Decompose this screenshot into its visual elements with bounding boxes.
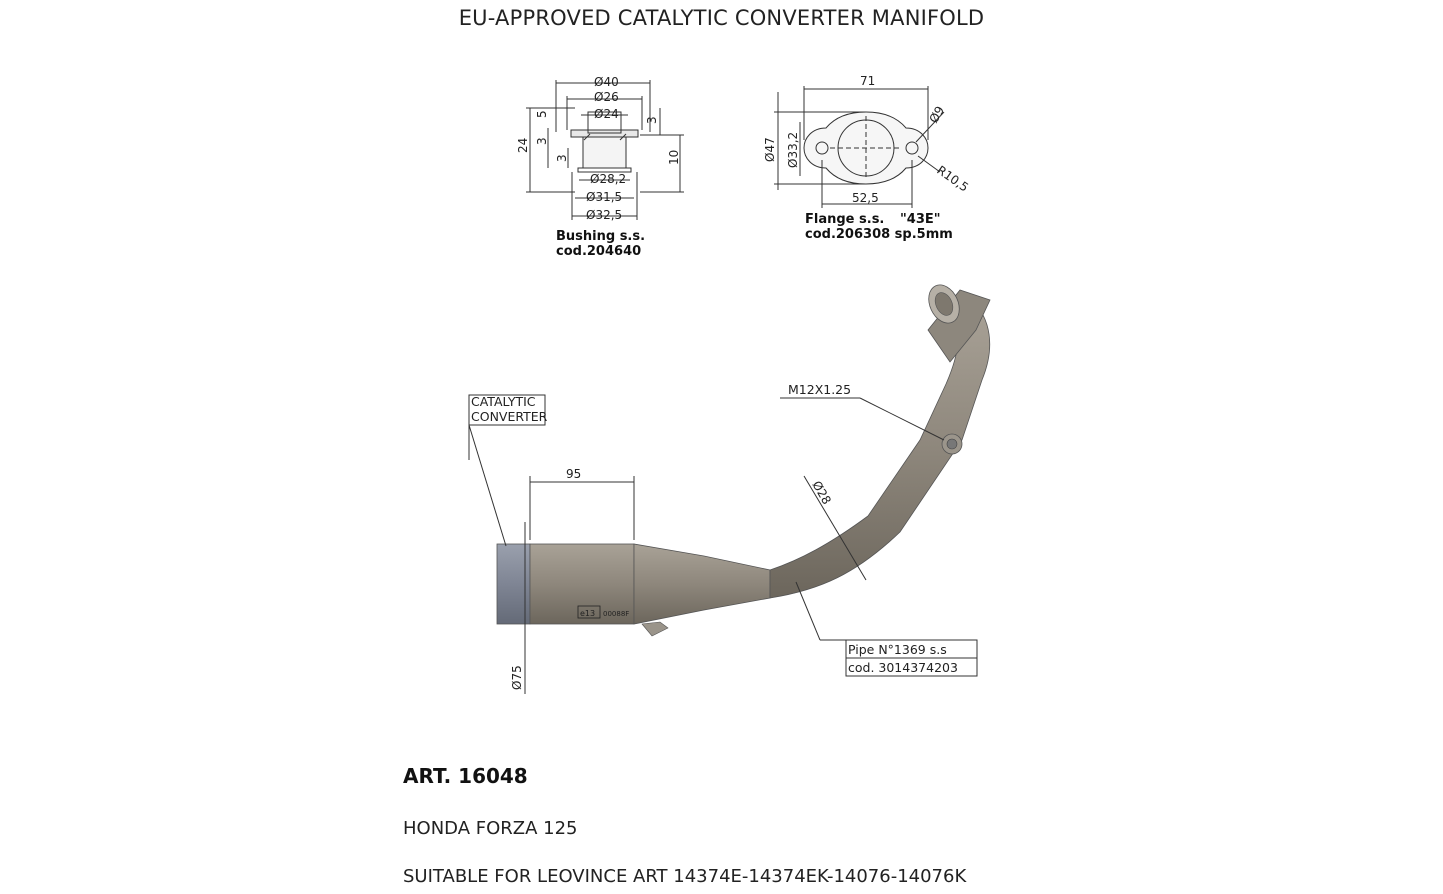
flange-dim-d47: Ø47	[763, 137, 777, 162]
catalytic-label-1: CATALYTIC	[471, 394, 536, 409]
bushing-dim-d26: Ø26	[594, 90, 619, 104]
article-number: ART. 16048	[403, 764, 528, 788]
flange-label-code: "43E"	[900, 212, 941, 227]
bushing-dim-3b: 3	[555, 154, 569, 162]
bushing-dim-d24: Ø24	[594, 107, 619, 121]
bushing-dim-24: 24	[516, 138, 530, 153]
callout-lines	[468, 394, 978, 694]
bushing-drawing	[526, 80, 684, 220]
bushing-dim-10: 10	[667, 150, 681, 165]
vehicle-model: HONDA FORZA 125	[403, 818, 578, 839]
bushing-dim-d32-5: Ø32,5	[586, 208, 622, 222]
compatibility-note: SUITABLE FOR LEOVINCE ART 14374E-14374EK…	[403, 866, 967, 887]
bushing-code: cod.204640	[556, 244, 641, 259]
stamp-e-mark: e13	[580, 609, 595, 618]
flange-dim-d9: Ø9	[926, 104, 947, 126]
bushing-dim-d28-2: Ø28,2	[590, 172, 626, 186]
page-title: EU-APPROVED CATALYTIC CONVERTER MANIFOLD	[458, 6, 985, 30]
flange-code: cod.206308 sp.5mm	[805, 227, 953, 242]
stamp-code: 00088F	[603, 610, 629, 618]
bushing-dim-3c: 3	[645, 116, 659, 124]
pipe-label: Pipe N°1369 s.s	[848, 642, 947, 657]
pipe-code: cod. 3014374203	[848, 660, 958, 675]
bushing-label: Bushing s.s.	[556, 229, 645, 244]
pipe-dim-d75: Ø75	[510, 665, 524, 690]
pipe-dim-d28: Ø28	[809, 479, 833, 507]
bushing-dim-5: 5	[535, 110, 549, 118]
flange-drawing	[774, 86, 945, 208]
flange-dim-71: 71	[860, 74, 875, 88]
thread-label: M12X1.25	[788, 382, 851, 397]
pipe-dim-95: 95	[566, 467, 581, 481]
bushing-dim-3a: 3	[535, 137, 549, 145]
flange-dim-d33-2: Ø33,2	[786, 132, 800, 168]
bushing-dim-d40: Ø40	[594, 75, 619, 89]
flange-dim-52-5: 52,5	[852, 191, 879, 205]
manifold-pipe	[496, 284, 991, 637]
bushing-dim-d31-5: Ø31,5	[586, 190, 622, 204]
flange-label: Flange s.s.	[805, 212, 884, 227]
flange-dim-r10-5: R10,5	[934, 163, 971, 195]
catalytic-label-2: CONVERTER	[471, 409, 548, 424]
